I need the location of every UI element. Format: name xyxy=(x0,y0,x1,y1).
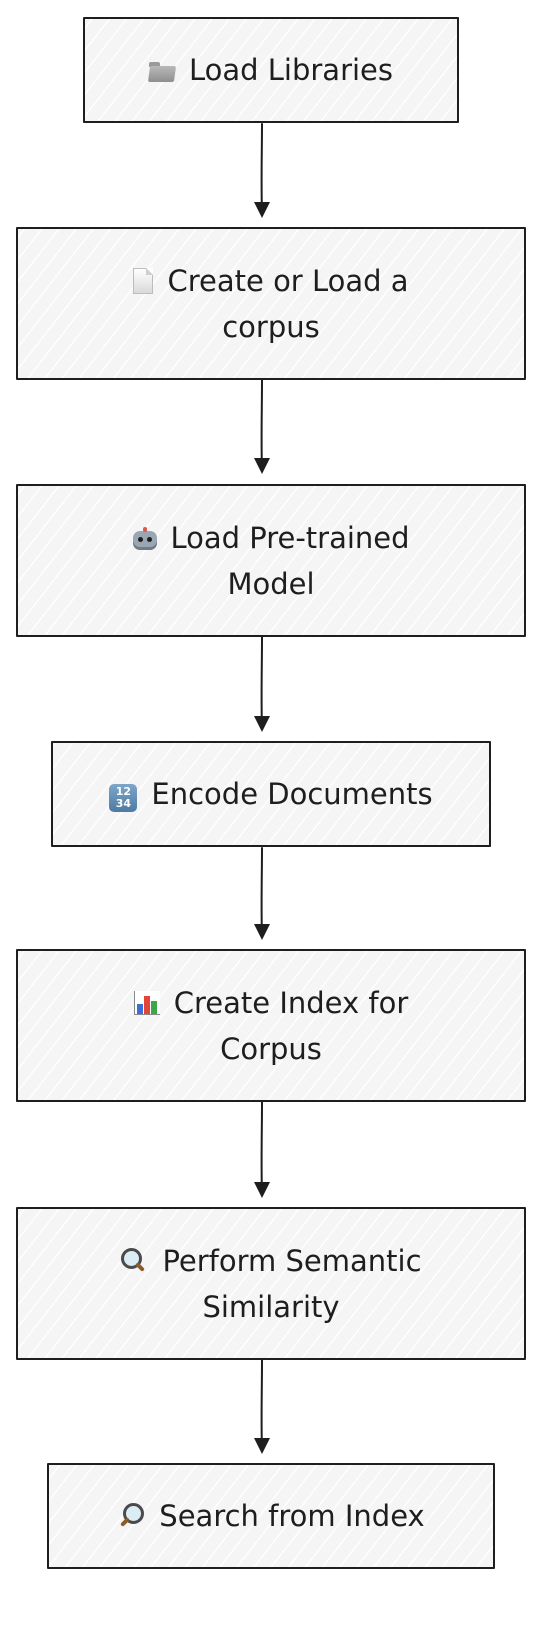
step-load-pretrained-model[interactable]: Load Pre-trained Model xyxy=(16,484,526,637)
step-load-libraries[interactable]: Load Libraries xyxy=(83,17,459,123)
step-label: Perform Semantic Similarity xyxy=(162,1243,422,1324)
step-label: Encode Documents xyxy=(151,777,433,811)
robot-icon xyxy=(132,526,158,551)
step-label-wrap: Create Index for Corpus xyxy=(86,980,456,1072)
page-icon xyxy=(133,267,154,294)
magnifier-left-icon xyxy=(120,1247,148,1275)
step-label: Create Index for Corpus xyxy=(173,985,409,1066)
step-label-wrap: Load Libraries xyxy=(129,47,413,93)
arrowhead-6 xyxy=(254,1438,270,1454)
step-label-wrap: Perform Semantic Similarity xyxy=(86,1238,456,1330)
step-label: Create or Load a corpus xyxy=(167,263,409,344)
step-label-wrap: Create or Load a corpus xyxy=(86,258,456,350)
arrowhead-3 xyxy=(254,716,270,732)
magnifier-right-icon xyxy=(117,1502,145,1530)
step-label-wrap: Search from Index xyxy=(97,1493,444,1539)
arrowhead-4 xyxy=(254,924,270,940)
folder-icon xyxy=(148,62,175,82)
bar-chart-icon xyxy=(133,990,160,1015)
step-label-wrap: Load Pre-trained Model xyxy=(86,515,456,607)
arrowhead-1 xyxy=(254,202,270,218)
step-create-or-load-corpus[interactable]: Create or Load a corpus xyxy=(16,227,526,380)
step-search-from-index[interactable]: Search from Index xyxy=(47,1463,495,1569)
arrowhead-2 xyxy=(254,458,270,474)
step-create-index-for-corpus[interactable]: Create Index for Corpus xyxy=(16,949,526,1102)
step-label: Load Pre-trained Model xyxy=(170,520,410,601)
step-perform-semantic-similarity[interactable]: Perform Semantic Similarity xyxy=(16,1207,526,1360)
step-label: Search from Index xyxy=(159,1499,425,1533)
arrowhead-5 xyxy=(254,1182,270,1198)
step-label: Load Libraries xyxy=(188,53,394,87)
